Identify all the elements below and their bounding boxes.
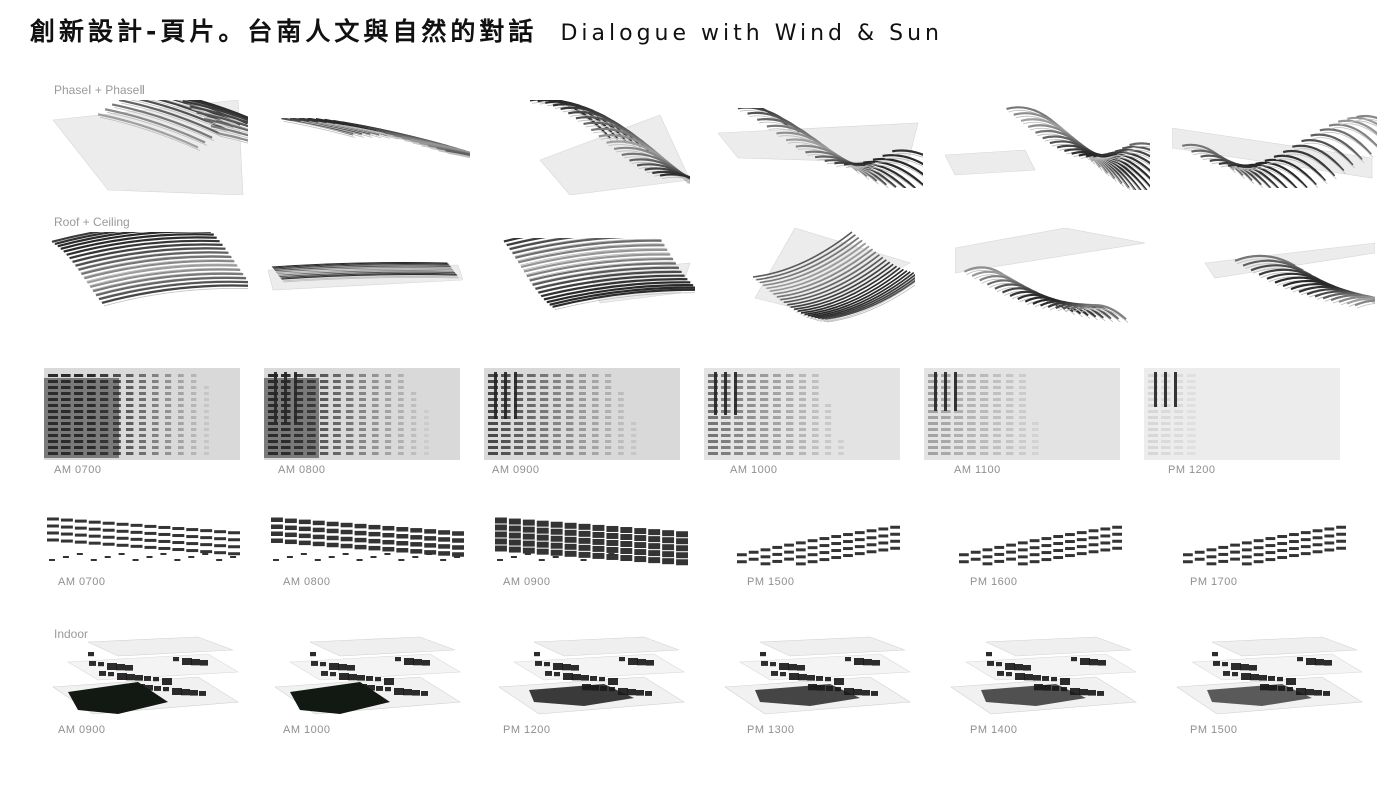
row-label-indoor: Indoor	[54, 627, 89, 641]
roof-ceiling-image	[48, 232, 248, 317]
louver-study-image	[1182, 512, 1347, 567]
louver-study-image	[270, 512, 465, 567]
louver-caption: PM 1500	[747, 576, 795, 588]
louver-caption: PM 1600	[970, 576, 1018, 588]
shadow-caption: AM 0700	[54, 464, 102, 476]
indoor-study-image	[720, 632, 915, 717]
louver-caption: PM 1700	[1190, 576, 1238, 588]
title-english: Dialogue with Wind & Sun	[560, 21, 943, 46]
louver-study-image	[958, 512, 1123, 567]
louver-caption: AM 0900	[503, 576, 551, 588]
roof-ceiling-image	[268, 255, 463, 295]
indoor-study-image	[946, 632, 1141, 717]
shadow-study-image	[1144, 368, 1340, 460]
shadow-study-image	[44, 368, 240, 460]
indoor-caption: PM 1300	[747, 724, 795, 736]
shadow-caption: AM 1100	[954, 464, 1001, 476]
shadow-study-image	[484, 368, 680, 460]
indoor-study-image	[270, 632, 465, 717]
shadow-study-image	[924, 368, 1120, 460]
phase-model-image	[945, 100, 1150, 190]
title-chinese: 創新設計-頁片。台南人文與自然的對話	[30, 17, 538, 46]
page-title: 創新設計-頁片。台南人文與自然的對話 Dialogue with Wind & …	[30, 12, 943, 48]
roof-ceiling-image	[735, 228, 915, 328]
shadow-study-image	[264, 368, 460, 460]
shadow-caption: PM 1200	[1168, 464, 1216, 476]
row-label-roof: Roof + Ceiling	[54, 215, 130, 229]
louver-study-image	[46, 512, 241, 567]
louver-caption: AM 0700	[58, 576, 106, 588]
shadow-caption: AM 1000	[730, 464, 778, 476]
indoor-caption: AM 0900	[58, 724, 106, 736]
indoor-study-image	[48, 632, 243, 717]
roof-ceiling-image	[955, 228, 1145, 328]
phase-model-image	[490, 100, 690, 195]
roof-ceiling-image	[1175, 228, 1375, 328]
indoor-caption: PM 1200	[503, 724, 551, 736]
shadow-study-image	[704, 368, 900, 460]
indoor-caption: PM 1400	[970, 724, 1018, 736]
phase-model-image	[48, 100, 248, 195]
louver-study-image	[736, 512, 901, 567]
roof-ceiling-image	[500, 238, 695, 323]
phase-model-image	[265, 118, 470, 183]
indoor-study-image	[494, 632, 689, 717]
louver-caption: AM 0800	[283, 576, 331, 588]
shadow-caption: AM 0900	[492, 464, 540, 476]
phase-model-image	[1172, 108, 1377, 188]
indoor-caption: AM 1000	[283, 724, 331, 736]
phase-model-image	[718, 108, 923, 188]
indoor-caption: PM 1500	[1190, 724, 1238, 736]
louver-study-image	[494, 512, 689, 567]
row-label-phase: PhaseⅠ + PhaseⅡ	[54, 83, 146, 97]
indoor-study-image	[1172, 632, 1367, 717]
shadow-caption: AM 0800	[278, 464, 326, 476]
